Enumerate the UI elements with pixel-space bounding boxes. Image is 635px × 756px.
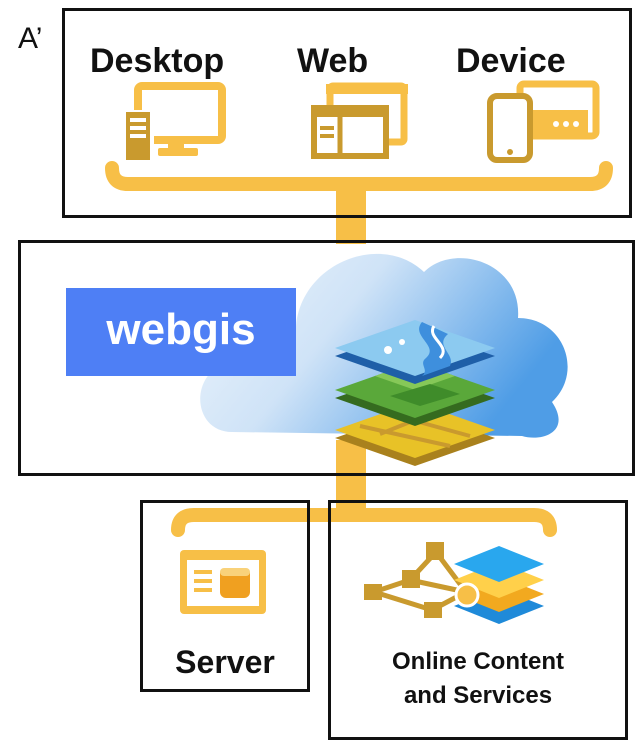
device-label: Device bbox=[456, 42, 566, 80]
online-label-line2: and Services bbox=[403, 682, 553, 709]
web-browser-icon bbox=[311, 82, 408, 159]
server-icon bbox=[180, 550, 266, 614]
online-content-box bbox=[328, 500, 628, 740]
desktop-label: Desktop bbox=[90, 42, 225, 80]
desktop-icon bbox=[124, 82, 226, 162]
webgis-badge bbox=[66, 288, 296, 376]
corner-text: A’ bbox=[18, 22, 43, 55]
clients-box bbox=[62, 8, 632, 218]
webgis-label: webgis bbox=[106, 305, 256, 354]
network-icon bbox=[364, 542, 468, 618]
online-label-line1: Online Content bbox=[392, 648, 564, 675]
mobile-device-icon bbox=[487, 80, 600, 163]
server-box bbox=[140, 500, 310, 692]
node-highlight-icon bbox=[454, 582, 480, 608]
server-label: Server bbox=[175, 644, 275, 680]
map-layers-icon bbox=[335, 320, 495, 466]
web-label: Web bbox=[297, 42, 369, 80]
cloud-box bbox=[18, 240, 635, 476]
